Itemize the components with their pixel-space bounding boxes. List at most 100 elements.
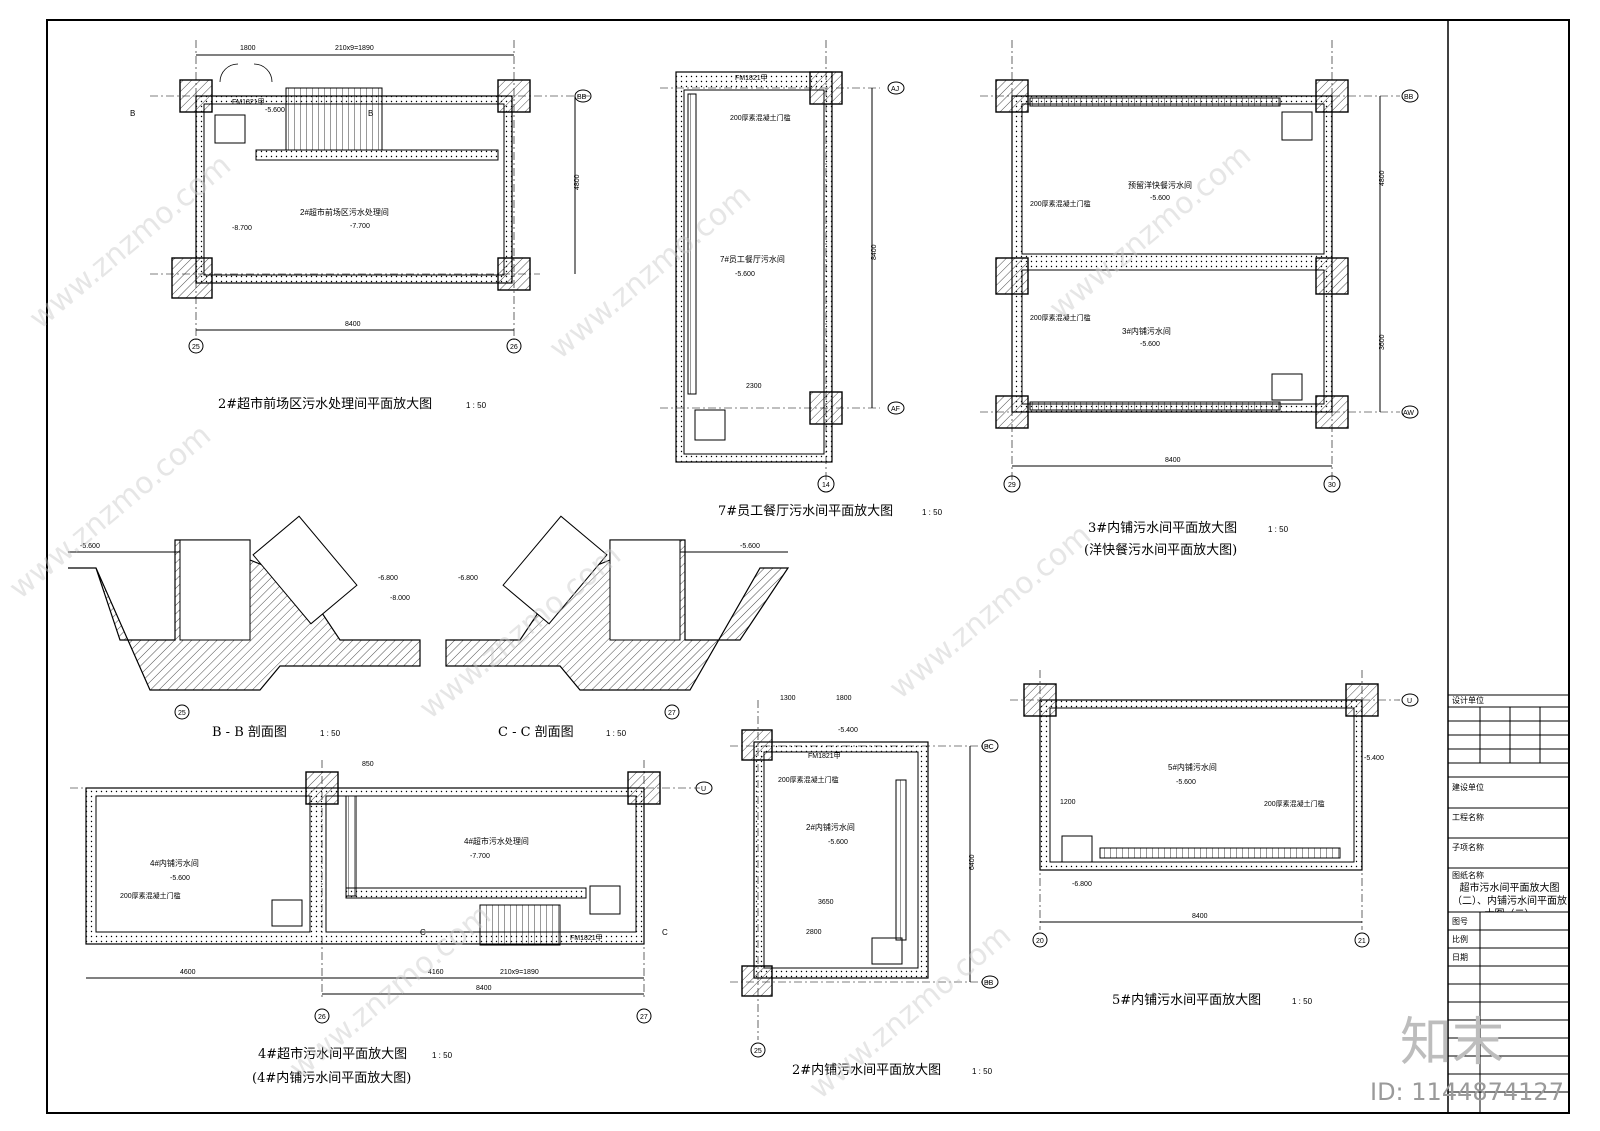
plan-scale-f: 1 : 50	[1292, 997, 1313, 1006]
level-e-54: -5.400	[838, 727, 858, 734]
section-b-right: B	[368, 109, 373, 118]
watermark-id: ID: 1144874127	[1370, 1078, 1564, 1106]
plan-2-supermarket-front: 8400 1800 210x9=1890 4800 2#超市前场区污水处理间 -…	[130, 40, 592, 412]
plan-2-inner-shop: 6400 1300 1800 3650 2800 2#内铺污水间 -5.600 …	[730, 695, 999, 1078]
tb-drawing-name: 超市污水间平面放大图（二）、内铺污水间平面放大图（二）	[1452, 883, 1567, 912]
plan-7-staff-canteen: 8400 2300 7#员工餐厅污水间 -5.600 200厚素混凝土门槛 FM…	[660, 40, 943, 519]
axis-25-a: 25	[192, 344, 200, 351]
plan-title-3-shop: 3#内铺污水间平面放大图	[1088, 520, 1237, 536]
room-2-shop: 2#内铺污水间	[806, 822, 855, 832]
watermark-site-6: www.znzmo.com	[883, 518, 1098, 707]
dim-8400-d: 8400	[476, 985, 492, 992]
plan-title-2-supermarket: 2#超市前场区污水处理间平面放大图	[218, 396, 432, 412]
axis-27-cc: 27	[668, 710, 676, 717]
plan-title-4-supermarket: 4#超市污水间平面放大图	[258, 1046, 407, 1062]
room-3-shop: 3#内铺污水间	[1122, 326, 1171, 336]
dim-1200-f: 1200	[1060, 799, 1076, 806]
door-label-a: FM1821甲	[232, 98, 265, 106]
section-c-right: C	[662, 928, 668, 937]
level-a-87: -8.700	[232, 225, 252, 232]
door-label-d: FM1821甲	[570, 934, 603, 942]
title-block: 设计单位 建设单位 工程名称 子项名称 图纸名称 超市污水间平面放大图（二）、内…	[1448, 694, 1569, 1113]
wall-label-c2: 200厚素混凝土门槛	[1030, 313, 1091, 322]
dim-8400-b: 8400	[871, 244, 878, 260]
wall-label-e: 200厚素混凝土门槛	[778, 775, 839, 784]
dim-8400-a: 8400	[345, 321, 361, 328]
axis-27-d: 27	[640, 1014, 648, 1021]
axis-aw: AW	[1403, 410, 1414, 417]
axis-bc: BC	[984, 744, 994, 751]
level-7-canteen: -5.600	[735, 271, 755, 278]
level-3-reserved: -5.600	[1150, 195, 1170, 202]
plan-scale-a: 1 : 50	[466, 401, 487, 410]
axis-bb-a: BB	[577, 94, 587, 101]
section-c-left: C	[420, 928, 426, 937]
axis-u-d: U	[701, 786, 706, 793]
axis-21: 21	[1358, 938, 1366, 945]
dim-stair-d: 210x9=1890	[500, 969, 539, 976]
level-2-shop: -5.600	[828, 839, 848, 846]
axis-20: 20	[1036, 938, 1044, 945]
level-4-shop: -5.600	[170, 875, 190, 882]
sheet-frame	[46, 19, 1570, 1114]
plan-scale-c: 1 : 50	[1268, 525, 1289, 534]
axis-26-a: 26	[510, 344, 518, 351]
cc-level-68: -6.800	[458, 575, 478, 582]
wall-label-c1: 200厚素混凝土门槛	[1030, 199, 1091, 208]
dim-stair-a: 210x9=1890	[335, 45, 374, 52]
axis-u-f: U	[1407, 698, 1412, 705]
tb-label-client: 建设单位	[1452, 782, 1484, 792]
level-2-supermarket: -7.700	[350, 223, 370, 230]
dim-4800-a: 4800	[574, 174, 581, 190]
door-label-e: FM1821甲	[808, 752, 841, 760]
room-4-shop: 4#内铺污水间	[150, 858, 199, 868]
axis-bb-c: BB	[1404, 94, 1414, 101]
wall-label-f: 200厚素混凝土门槛	[1264, 799, 1325, 808]
room-4-supermarket: 4#超市污水处理间	[464, 836, 529, 846]
plan-scale-e: 1 : 50	[972, 1067, 993, 1076]
tb-label-drawing: 图纸名称	[1452, 870, 1484, 880]
wall-label-b: 200厚素混凝土门槛	[730, 113, 791, 122]
room-2-supermarket: 2#超市前场区污水处理间	[300, 207, 389, 217]
plan-3-inner-shop: 8400 4800 3600 预留洋快餐污水间 -5.600 3#内铺污水间 -…	[980, 40, 1419, 558]
dim-2300-b: 2300	[746, 383, 762, 390]
door-label-b: FM1821甲	[735, 74, 768, 82]
section-title-bb: B - B 剖面图	[212, 725, 287, 740]
dim-8400-c: 8400	[1165, 457, 1181, 464]
level-3-shop: -5.600	[1140, 341, 1160, 348]
dim-4800-c: 4800	[1379, 170, 1386, 186]
plan-subtitle-4-supermarket: (4#内铺污水间平面放大图)	[252, 1070, 411, 1086]
room-5-shop: 5#内铺污水间	[1168, 762, 1217, 772]
section-b-left: B	[130, 109, 135, 118]
bb-level-80: -8.000	[390, 595, 410, 602]
plan-scale-d: 1 : 50	[432, 1051, 453, 1060]
dim-2800: 2800	[806, 929, 822, 936]
room-3-reserved: 预留洋快餐污水间	[1128, 180, 1192, 190]
dim-1300: 1300	[780, 695, 796, 702]
section-scale-bb: 1 : 50	[320, 729, 341, 738]
watermark-logo: 知末	[1400, 1013, 1504, 1073]
tb-label-date: 日期	[1452, 953, 1468, 962]
bb-level-56: -5.600	[80, 543, 100, 550]
level-a-56: -5.600	[265, 107, 285, 114]
tb-label-scale: 比例	[1452, 934, 1468, 944]
wall-label-d: 200厚素混凝土门槛	[120, 891, 181, 900]
level-f-54: -5.400	[1364, 755, 1384, 762]
dim-6400: 6400	[969, 854, 976, 870]
section-title-cc: C - C 剖面图	[498, 725, 574, 740]
plan-5-inner-shop: 8400 1200 5#内铺污水间 -5.600 200厚素混凝土门槛 -5.4…	[1010, 670, 1419, 1008]
dim-3600-c: 3600	[1379, 334, 1386, 350]
level-f-68: -6.800	[1072, 881, 1092, 888]
tb-label-design: 设计单位	[1452, 695, 1484, 705]
plan-title-2-shop: 2#内铺污水间平面放大图	[792, 1062, 941, 1078]
cc-level-56: -5.600	[740, 543, 760, 550]
dim-1800-a: 1800	[240, 45, 256, 52]
axis-30: 30	[1328, 482, 1336, 489]
level-4-supermarket: -7.700	[470, 853, 490, 860]
axis-14: 14	[822, 482, 830, 489]
plan-subtitle-3-shop: (洋快餐污水间平面放大图)	[1084, 542, 1237, 558]
dim-1800-e: 1800	[836, 695, 852, 702]
plan-title-7-canteen: 7#员工餐厅污水间平面放大图	[718, 503, 893, 519]
axis-bb-e: BB	[984, 980, 994, 987]
